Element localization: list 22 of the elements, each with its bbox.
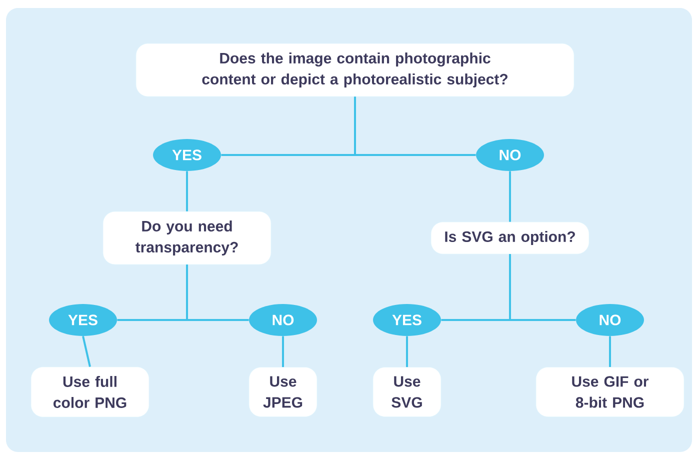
connector-line: [186, 264, 249, 321]
connector-line: [509, 171, 511, 222]
connector-line: [406, 336, 408, 368]
connector-line: [509, 254, 576, 321]
question-box: Does the image contain photographic content or depict a photorealistic subject?: [136, 43, 574, 97]
connector-line: [186, 171, 188, 212]
result-box: Use SVG: [372, 367, 442, 417]
question-box: Is SVG an option?: [430, 222, 590, 254]
connector-line: [609, 336, 611, 367]
answer-oval: NO: [576, 304, 644, 336]
connector-line: [282, 336, 284, 368]
result-box: Use JPEG: [248, 367, 318, 417]
answer-oval: NO: [476, 139, 544, 171]
connector-line: [354, 96, 476, 156]
connector-line: [82, 336, 91, 367]
result-box: Use GIF or 8-bit PNG: [536, 366, 684, 417]
question-box: Do you need transparency?: [102, 211, 272, 265]
answer-oval: NO: [249, 304, 317, 336]
answer-oval: YES: [373, 304, 441, 336]
answer-oval: YES: [49, 304, 117, 336]
result-box: Use full color PNG: [30, 366, 150, 418]
answer-oval: YES: [153, 139, 221, 171]
